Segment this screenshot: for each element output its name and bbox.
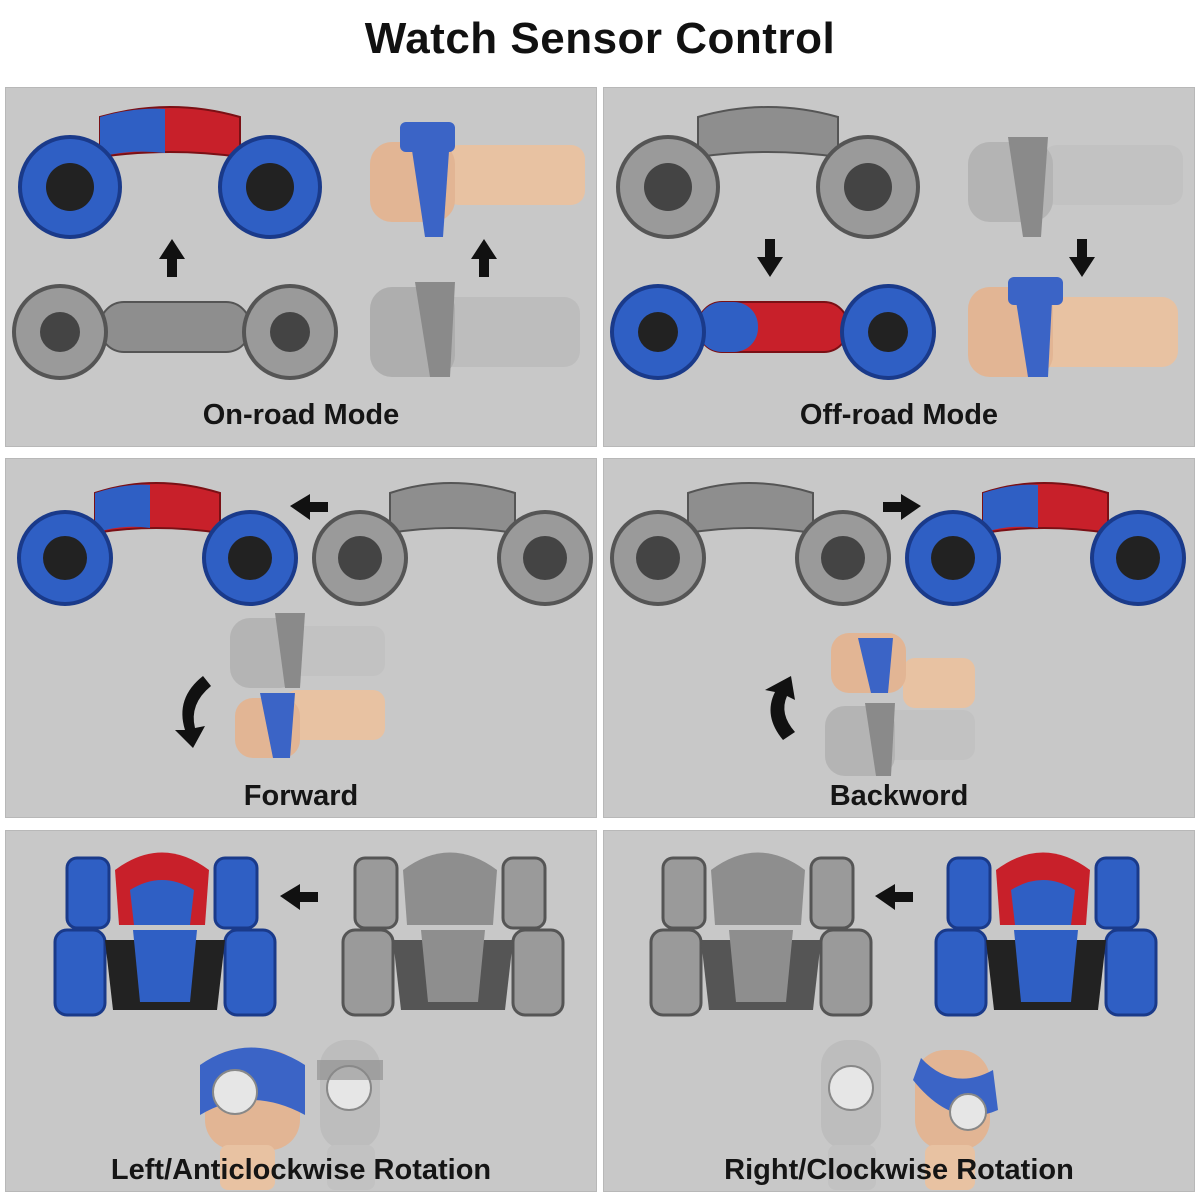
stunt-car-grey-front bbox=[341, 852, 565, 1017]
stunt-car-grey-raised bbox=[616, 106, 920, 239]
watch-hand-raised-grey bbox=[968, 137, 1183, 237]
panel-off-road-mode: Off-road Mode bbox=[603, 87, 1195, 447]
arrow-down-icon bbox=[757, 239, 783, 277]
stunt-car-grey bbox=[312, 482, 593, 606]
caption-left-rotation: Left/Anticlockwise Rotation bbox=[110, 1154, 492, 1186]
arrow-up-icon bbox=[159, 239, 185, 277]
stunt-car-grey-flat bbox=[12, 284, 338, 380]
panel-left-rotation: Left/Anticlockwise Rotation bbox=[5, 830, 597, 1192]
stunt-car-blue-raised bbox=[18, 106, 322, 239]
stunt-car-blue-front bbox=[53, 852, 277, 1017]
stunt-car-blue bbox=[17, 482, 298, 606]
watch-hand-level-grey bbox=[825, 703, 975, 776]
caption-off-road-mode: Off-road Mode bbox=[799, 399, 999, 431]
curved-arrow-up-icon bbox=[765, 676, 795, 740]
left-rotation-illustration bbox=[53, 852, 565, 1190]
arrow-left-icon bbox=[290, 494, 328, 520]
panel-on-road-mode: On-road Mode bbox=[5, 87, 597, 447]
watch-hand-lowered-grey bbox=[370, 282, 580, 377]
watch-hand-lowered bbox=[968, 277, 1178, 377]
panel-backword: Backword bbox=[603, 458, 1195, 818]
watch-hand-tilted-up bbox=[831, 633, 975, 708]
watch-hand-upright-grey bbox=[317, 1040, 383, 1190]
curved-arrow-down-icon bbox=[175, 676, 211, 748]
arrow-left-icon bbox=[875, 884, 913, 910]
arrow-right-icon bbox=[883, 494, 921, 520]
panel-forward: Forward bbox=[5, 458, 597, 818]
forward-illustration bbox=[17, 482, 593, 758]
watch-hand-raised bbox=[370, 122, 585, 237]
caption-on-road-mode: On-road Mode bbox=[202, 399, 400, 431]
caption-forward: Forward bbox=[243, 780, 359, 812]
arrow-down-icon bbox=[1069, 239, 1095, 277]
arrow-up-icon bbox=[471, 239, 497, 277]
caption-right-rotation: Right/Clockwise Rotation bbox=[724, 1154, 1074, 1186]
stunt-car-grey-front bbox=[649, 852, 873, 1017]
panel-right-rotation: Right/Clockwise Rotation bbox=[603, 830, 1195, 1192]
watch-hand-rotated-right bbox=[913, 1050, 998, 1190]
watch-hand-level-grey bbox=[230, 613, 385, 688]
watch-hand-upright-grey bbox=[821, 1040, 881, 1190]
stunt-car-grey bbox=[610, 482, 891, 606]
caption-backword: Backword bbox=[829, 780, 969, 812]
right-rotation-illustration bbox=[649, 852, 1158, 1190]
watch-hand-rotated-left bbox=[200, 1047, 305, 1190]
stunt-car-blue-front bbox=[934, 852, 1158, 1017]
on-road-illustration bbox=[12, 106, 585, 380]
watch-hand-tilted-down bbox=[235, 690, 385, 758]
off-road-illustration bbox=[610, 106, 1183, 380]
arrow-left-icon bbox=[280, 884, 318, 910]
stunt-car-blue-flat bbox=[610, 284, 936, 380]
backword-illustration bbox=[610, 482, 1186, 776]
stunt-car-blue bbox=[905, 482, 1186, 606]
page-title: Watch Sensor Control bbox=[364, 14, 836, 63]
